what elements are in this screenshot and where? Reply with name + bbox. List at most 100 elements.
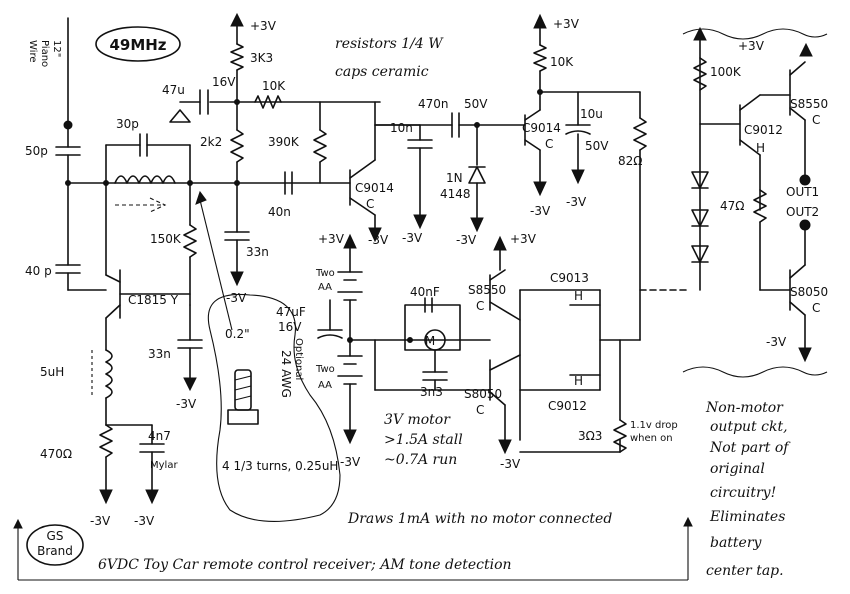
label-c9014-a-sfx: C: [366, 197, 374, 211]
label-47uf: 47uF: [276, 305, 306, 319]
label-3k3: 3K3: [250, 51, 273, 65]
label-100k: 100K: [710, 65, 742, 79]
optional-note: Optional: [293, 338, 304, 380]
label-16v: 16V: [212, 75, 236, 89]
caps-note: caps ceramic: [335, 64, 429, 80]
label-s8050-b: S8050: [790, 285, 828, 299]
label-82r: 82Ω: [618, 154, 642, 168]
label-10u: 10u: [580, 107, 603, 121]
label-minus3v-h: -3V: [530, 204, 551, 218]
label-minus3v-k: -3V: [500, 457, 521, 471]
svg-text:Not part of: Not part of: [709, 440, 791, 456]
svg-text:circuitry!: circuitry!: [710, 485, 776, 501]
label-390k: 390K: [268, 135, 300, 149]
motor-note-2: >1.5A stall: [384, 432, 463, 448]
label-mylar: Mylar: [150, 460, 178, 471]
label-47r: 47Ω: [720, 199, 744, 213]
frequency-oval: [95, 26, 181, 62]
label-minus3v-a: -3V: [226, 291, 247, 305]
label-5uh: 5uH: [40, 365, 64, 379]
nonmotor-note: Non-motor output ckt, Not part of origin…: [705, 400, 791, 579]
label-16v-b: 16V: [278, 320, 302, 334]
label-s8050: S8050: [464, 387, 502, 401]
label-4n7: 4n7: [148, 429, 171, 443]
label-c9014-b-sfx: C: [545, 137, 553, 151]
coil-turns: 4 1/3 turns, 0.25uH: [222, 459, 338, 473]
page-title: 6VDC Toy Car remote control receiver; AM…: [98, 557, 512, 573]
label-10k-b: 10K: [550, 55, 574, 69]
label-c40p: 40 p: [25, 264, 52, 278]
coil-wire: 24 AWG: [279, 350, 293, 398]
label-bat-b-2: AA: [318, 380, 332, 391]
label-bat-a-1: Two: [315, 268, 335, 279]
motor-note-3: ~0.7A run: [384, 452, 457, 468]
svg-text:Eliminates: Eliminates: [709, 509, 785, 525]
draws-note: Draws 1mA with no motor connected: [347, 511, 612, 527]
label-minus3v-d: -3V: [134, 514, 155, 528]
antenna-label-3: 12": [51, 40, 62, 57]
label-h-a: H: [574, 289, 583, 303]
label-c9014-a: C9014: [355, 181, 394, 195]
antenna-label-1: Piano: [39, 40, 50, 67]
label-c1815: C1815 Y: [128, 293, 179, 307]
label-470r: 470Ω: [40, 447, 72, 461]
label-h-c: H: [756, 141, 765, 155]
svg-text:original: original: [710, 461, 765, 477]
label-s8550: S8550: [468, 283, 506, 297]
label-minus3v-l: -3V: [766, 335, 787, 349]
drop-note-2: when on: [630, 433, 673, 444]
antenna-label-2: Wire: [27, 40, 38, 63]
label-out2: OUT2: [786, 205, 819, 219]
brand-label-1: GS: [47, 529, 64, 543]
label-minus3v-e: -3V: [368, 233, 389, 247]
brand-label-2: Brand: [37, 544, 73, 558]
frequency-label: 49MHz: [109, 36, 166, 54]
label-c9012: C9012: [548, 399, 587, 413]
svg-text:center tap.: center tap.: [706, 563, 784, 579]
label-minus3v-f: -3V: [402, 231, 423, 245]
drop-note-1: 1.1v drop: [630, 420, 678, 431]
label-1n: 1N: [446, 171, 463, 185]
label-plus3v-e: +3V: [738, 39, 765, 53]
label-minus3v-g: -3V: [456, 233, 477, 247]
label-minus3v-j: -3V: [340, 455, 361, 469]
label-plus3v-b: +3V: [553, 17, 580, 31]
label-33n-b: 33n: [148, 347, 171, 361]
label-2k2: 2k2: [200, 135, 222, 149]
label-s8550-b-sfx: C: [812, 113, 820, 127]
label-minus3v-i: -3V: [566, 195, 587, 209]
svg-text:battery: battery: [710, 535, 763, 551]
label-plus3v-c: +3V: [318, 232, 345, 246]
label-plus3v-a: +3V: [250, 19, 277, 33]
label-bat-b-1: Two: [315, 364, 335, 375]
svg-text:Non-motor: Non-motor: [705, 400, 784, 416]
label-s8550-b: S8550: [790, 97, 828, 111]
label-33n-a: 33n: [246, 245, 269, 259]
label-3r3: 3Ω3: [578, 429, 602, 443]
label-c9012-b: C9012: [744, 123, 783, 137]
label-40nf: 40nF: [410, 285, 440, 299]
label-plus3v-d: +3V: [510, 232, 537, 246]
motor-m: M: [425, 334, 435, 348]
label-bat-a-2: AA: [318, 282, 332, 293]
label-out1: OUT1: [786, 185, 819, 199]
label-4148: 4148: [440, 187, 471, 201]
label-c9014-b: C9014: [522, 121, 561, 135]
label-50v-a: 50V: [464, 97, 488, 111]
label-10k-a: 10K: [262, 79, 286, 93]
label-minus3v-c: -3V: [90, 514, 111, 528]
label-s8050-sfx: C: [476, 403, 484, 417]
label-470n: 470n: [418, 97, 449, 111]
label-c50p: 50p: [25, 144, 48, 158]
label-3n3: 3n3: [420, 385, 443, 399]
motor-note-1: 3V motor: [384, 412, 451, 428]
brand-oval: [26, 524, 84, 566]
label-s8550-sfx: C: [476, 299, 484, 313]
label-h-b: H: [574, 374, 583, 388]
label-s8050-b-sfx: C: [812, 301, 820, 315]
label-c47u: 47u: [162, 83, 185, 97]
label-minus3v-b: -3V: [176, 397, 197, 411]
